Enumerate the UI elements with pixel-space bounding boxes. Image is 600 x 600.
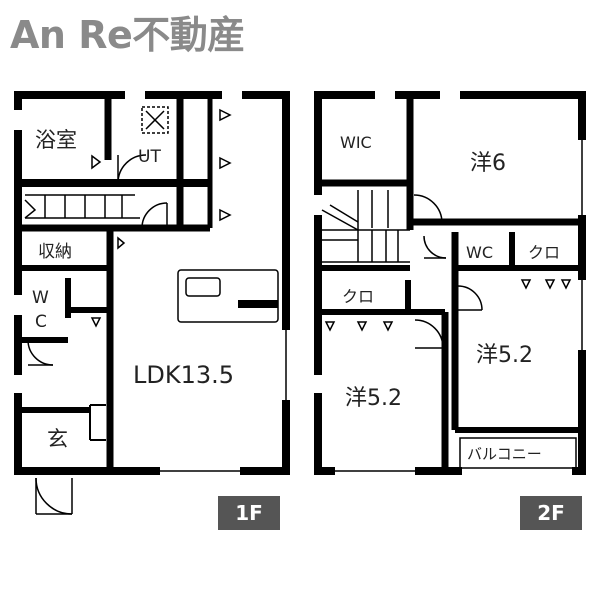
room-western52-left-label: 洋5.2	[345, 386, 402, 411]
room-wic-label: WIC	[340, 133, 372, 152]
room-bath-label: 浴室	[35, 128, 77, 152]
room-balcony-label: バルコニー	[467, 445, 542, 463]
floor-2-badge: 2F	[520, 496, 582, 530]
floor-1-plan	[14, 91, 290, 515]
room-wc-label-top: W	[32, 288, 49, 308]
room-wc-label-bottom: C	[35, 312, 47, 332]
brand-logo: An Re不動産	[10, 13, 245, 57]
floor-2-plan	[314, 91, 586, 475]
floor1-outer-wall	[14, 91, 290, 475]
room-western6-label: 洋6	[470, 151, 506, 176]
room-closet-left-label: クロ	[342, 287, 374, 306]
floor-1-badge: 1F	[218, 496, 280, 530]
room-entrance-label: 玄	[47, 427, 68, 451]
room-closet-right-label: クロ	[528, 243, 560, 262]
room-storage-label: 収納	[38, 242, 72, 262]
room-ldk-label: LDK13.5	[133, 361, 234, 389]
room-utility-label: UT	[138, 147, 161, 167]
room-western52-right-label: 洋5.2	[476, 343, 533, 368]
room-wc-2f-label: WC	[466, 243, 493, 262]
